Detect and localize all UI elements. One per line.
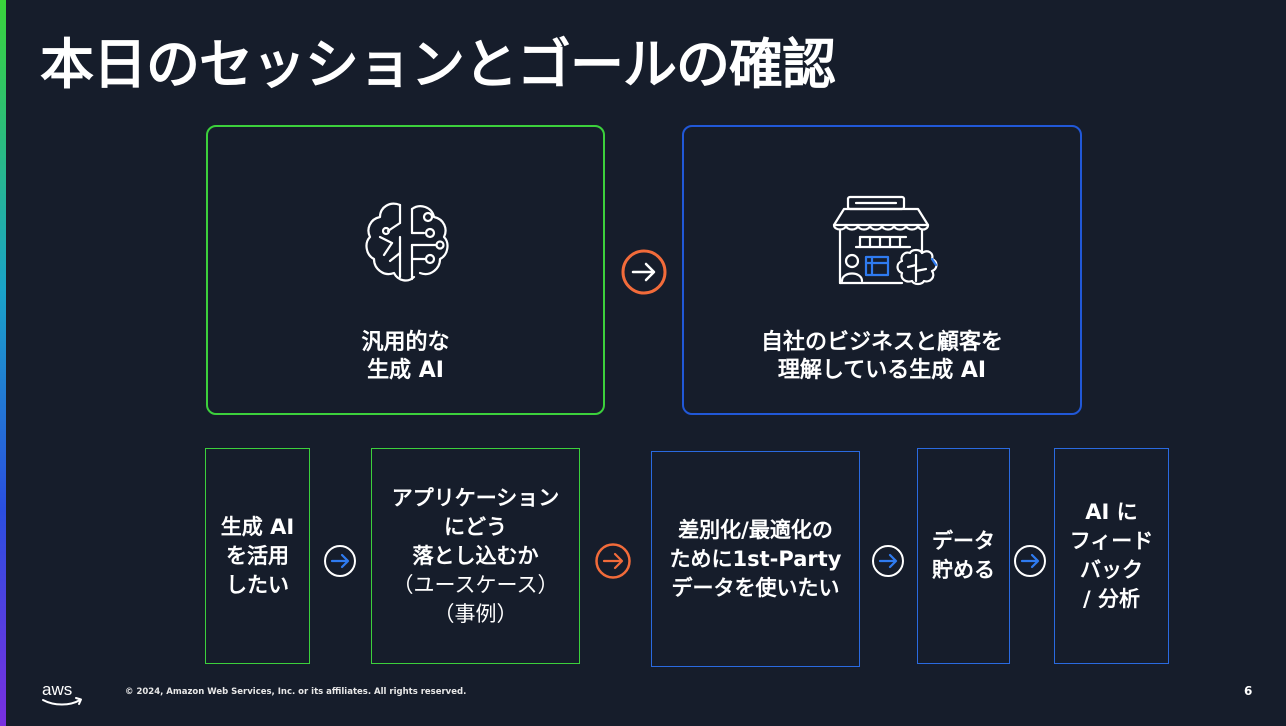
blue-arrow-icon <box>872 545 904 577</box>
company-ai-box: 自社のビジネスと顧客を 理解している生成 AI <box>682 125 1082 415</box>
step-ai-feedback: AI に フィード バック / 分析 <box>1054 448 1169 664</box>
general-ai-box: 汎用的な 生成 AI <box>206 125 605 415</box>
step3-line2: ために1st-Party <box>669 546 842 571</box>
general-ai-label: 汎用的な 生成 AI <box>208 329 603 385</box>
blue-arrow-icon <box>1014 545 1046 577</box>
step1-line1: 生成 AI <box>220 514 295 539</box>
step-use-genai: 生成 AI を活用 したい <box>205 448 310 664</box>
aws-logo-text: aws <box>42 680 72 699</box>
step2-line3: 落とし込むか <box>412 543 539 568</box>
step5-line4: / 分析 <box>1083 587 1140 611</box>
step2-line1: アプリケーション <box>391 485 560 510</box>
step5-line2: フィード <box>1069 529 1154 553</box>
step5-line3: バック <box>1080 558 1143 582</box>
orange-arrow-small-icon <box>595 543 631 579</box>
step2-line4: （ユースケース） <box>392 572 559 597</box>
step3-line3: データを使いたい <box>671 575 840 600</box>
general-ai-line2: 生成 AI <box>367 358 444 383</box>
step4-line2: 貯める <box>932 558 995 582</box>
step-application-usecase: アプリケーション にどう 落とし込むか （ユースケース） （事例） <box>371 448 580 664</box>
step5-line1: AI に <box>1085 500 1138 524</box>
aws-logo-icon: aws <box>42 680 82 706</box>
left-accent-bar <box>0 0 6 726</box>
page-number: 6 <box>1244 684 1253 698</box>
general-ai-line1: 汎用的な <box>361 330 450 355</box>
company-ai-label: 自社のビジネスと顧客を 理解している生成 AI <box>684 329 1080 385</box>
step-store-data: データ 貯める <box>917 448 1010 664</box>
step1-line2: を活用 <box>226 543 289 568</box>
brain-circuit-icon <box>360 197 452 293</box>
step3-line1: 差別化/最適化の <box>678 517 833 542</box>
step4-line1: データ <box>932 529 995 553</box>
storefront-brain-icon <box>826 195 938 291</box>
copyright-text: © 2024, Amazon Web Services, Inc. or its… <box>125 687 467 697</box>
step2-line2: にどう <box>444 514 507 539</box>
company-ai-line2: 理解している生成 AI <box>777 358 987 383</box>
step2-line5: （事例） <box>433 601 518 626</box>
orange-arrow-icon <box>621 249 667 295</box>
step1-line3: したい <box>226 572 289 597</box>
company-ai-line1: 自社のビジネスと顧客を <box>760 330 1003 355</box>
blue-arrow-icon <box>324 545 356 577</box>
step-first-party-data: 差別化/最適化の ために1st-Party データを使いたい <box>651 451 860 667</box>
page-title: 本日のセッションとゴールの確認 <box>40 33 836 96</box>
aws-logo: aws <box>40 680 86 712</box>
